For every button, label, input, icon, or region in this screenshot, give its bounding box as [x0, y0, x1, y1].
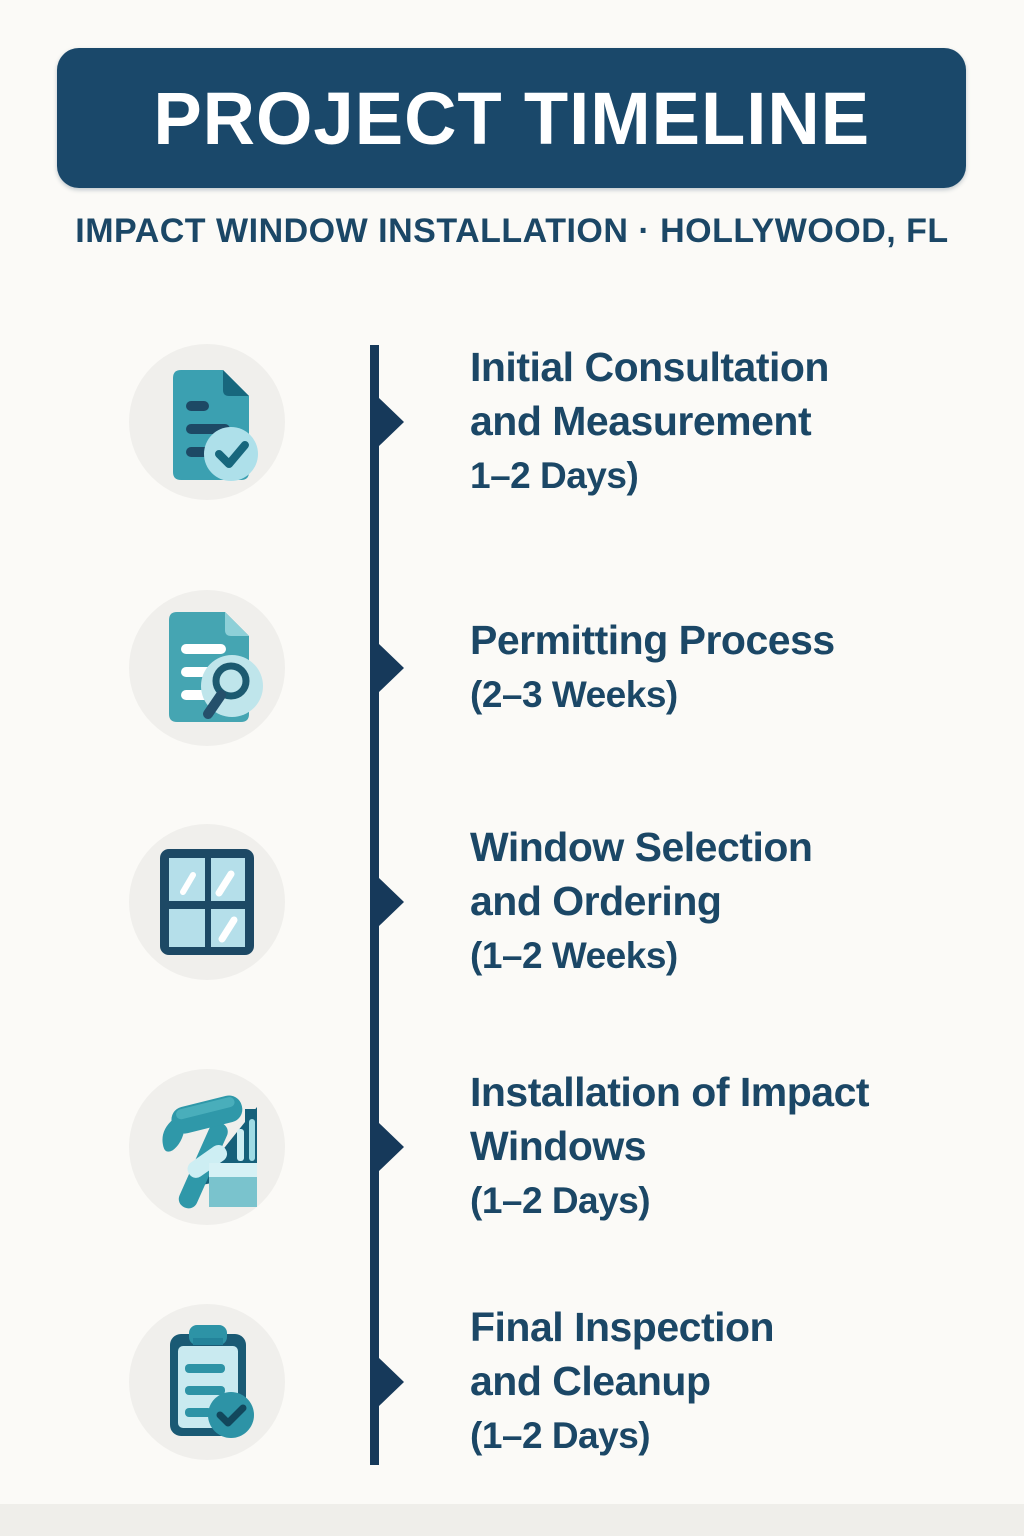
timeline-step-4: Installation of Impact Windows (1–2 Days… — [0, 1067, 1024, 1227]
step-duration: (1–2 Days) — [470, 1415, 651, 1456]
window-icon — [127, 822, 287, 982]
header-banner: PROJECT TIMELINE — [57, 48, 966, 188]
step-text: Permitting Process (2–3 Weeks) — [470, 613, 835, 723]
step-text: Window Selection and Ordering (1–2 Weeks… — [470, 820, 813, 984]
bottom-strip — [0, 1504, 1024, 1536]
step-duration: (1–2 Weeks) — [470, 935, 678, 976]
timeline-arrow-icon — [379, 644, 404, 692]
timeline-step-2: Permitting Process (2–3 Weeks) — [0, 588, 1024, 748]
timeline-step-3: Window Selection and Ordering (1–2 Weeks… — [0, 822, 1024, 982]
timeline-arrow-icon — [379, 878, 404, 926]
step-title: Final Inspection — [470, 1304, 775, 1350]
step-title: and Ordering — [470, 878, 722, 924]
step-title: Windows — [470, 1123, 647, 1169]
step-text: Installation of Impact Windows (1–2 Days… — [470, 1065, 870, 1229]
page-title: PROJECT TIMELINE — [153, 76, 870, 160]
step-title: and Measurement — [470, 398, 812, 444]
timeline-line — [370, 345, 379, 1465]
step-title: Window Selection — [470, 824, 813, 870]
clipboard-check-icon — [127, 1302, 287, 1462]
step-duration: (1–2 Days) — [470, 1180, 651, 1221]
step-title: Installation of Impact — [470, 1069, 870, 1115]
document-search-icon — [127, 588, 287, 748]
timeline-arrow-icon — [379, 1358, 404, 1406]
timeline-step-5: Final Inspection and Cleanup (1–2 Days) — [0, 1302, 1024, 1462]
hammer-toolbox-icon — [127, 1067, 287, 1227]
step-title: Initial Consultation — [470, 344, 829, 390]
step-text: Initial Consultation and Measurement 1–2… — [470, 340, 829, 504]
timeline-step-1: Initial Consultation and Measurement 1–2… — [0, 342, 1024, 502]
step-title: Permitting Process — [470, 617, 835, 663]
timeline-arrow-icon — [379, 398, 404, 446]
subtitle: IMPACT WINDOW INSTALLATION · HOLLYWOOD, … — [75, 212, 949, 250]
step-duration: (2–3 Weeks) — [470, 674, 678, 715]
step-duration: 1–2 Days) — [470, 455, 639, 496]
step-title: and Cleanup — [470, 1358, 711, 1404]
step-text: Final Inspection and Cleanup (1–2 Days) — [470, 1300, 775, 1464]
timeline-arrow-icon — [379, 1123, 404, 1171]
document-check-icon — [127, 342, 287, 502]
